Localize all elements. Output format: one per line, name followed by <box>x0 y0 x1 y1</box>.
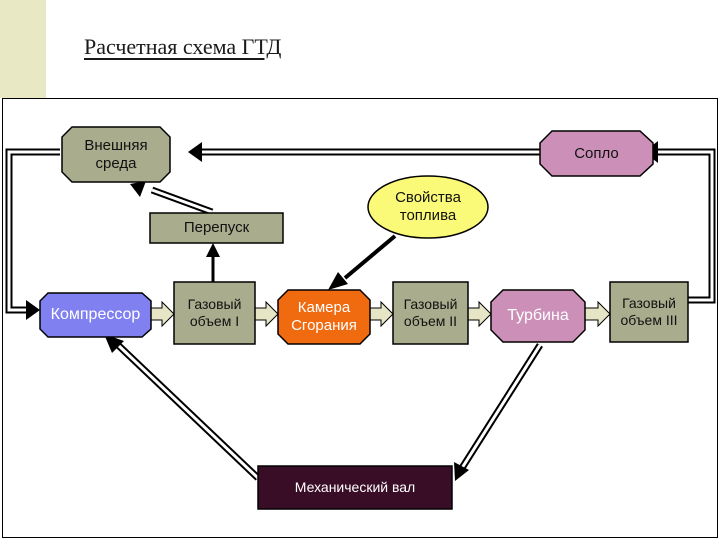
turbine-label: Турбина <box>507 307 569 325</box>
flow-arrow-gv2-turbine <box>467 300 492 328</box>
node-shaft <box>257 465 453 510</box>
compressor-label: Компрессор <box>50 306 141 324</box>
node-gas-volume-2 <box>392 281 469 345</box>
connector-shaft-to-compressor <box>104 334 261 481</box>
connector-fuel-to-combustor <box>328 234 397 290</box>
gas-volume-1-label: Газовый объем I <box>187 296 242 329</box>
page-title: Расчетная схема ГТД <box>84 34 282 59</box>
node-ambient <box>61 126 171 183</box>
flow-arrow-compressor-gv1 <box>150 300 175 328</box>
shaft-label: Механический вал <box>294 479 416 496</box>
gas-volume-3-label: Газовый объем III <box>620 295 678 328</box>
connector-turbine-to-shaft <box>454 343 543 481</box>
triangle-arrow-icon <box>104 334 124 353</box>
node-turbine <box>490 289 586 343</box>
decorative-band <box>0 0 46 98</box>
triangle-arrow-icon <box>188 142 202 162</box>
gas-volume-2-label: Газовый объем II <box>403 296 458 329</box>
node-combustor <box>277 289 371 345</box>
triangle-arrow-icon <box>454 462 469 481</box>
triangle-arrow-icon <box>328 272 348 290</box>
combustor-label: Камера Сгорания <box>291 299 357 334</box>
flow-arrow-gv1-combustor <box>254 300 279 328</box>
connector-gv3-to-nozzle <box>644 141 716 304</box>
triangle-arrow-icon <box>130 181 146 197</box>
node-nozzle <box>539 130 654 177</box>
ambient-label: Внешняя среда <box>84 136 148 172</box>
nozzle-label: Сопло <box>574 144 619 162</box>
connector-gv1-to-bypass <box>206 243 220 282</box>
connector-nozzle-to-ambient <box>188 142 540 162</box>
node-gas-volume-3 <box>609 281 689 343</box>
triangle-arrow-icon <box>26 300 40 320</box>
node-gas-volume-1 <box>173 281 256 345</box>
connector-ambient-to-compressor <box>5 148 60 320</box>
flow-arrow-turbine-gv3 <box>584 300 611 328</box>
triangle-arrow-icon <box>206 243 220 257</box>
node-fuel <box>367 175 489 239</box>
node-bypass <box>149 212 284 244</box>
bypass-label: Перепуск <box>183 219 250 236</box>
node-compressor <box>39 292 152 338</box>
connector-bypass-to-ambient <box>130 181 214 216</box>
diagram-frame <box>2 98 718 538</box>
fuel-label: Свойства топлива <box>395 189 461 224</box>
flow-arrow-combustor-gv2 <box>369 300 394 328</box>
